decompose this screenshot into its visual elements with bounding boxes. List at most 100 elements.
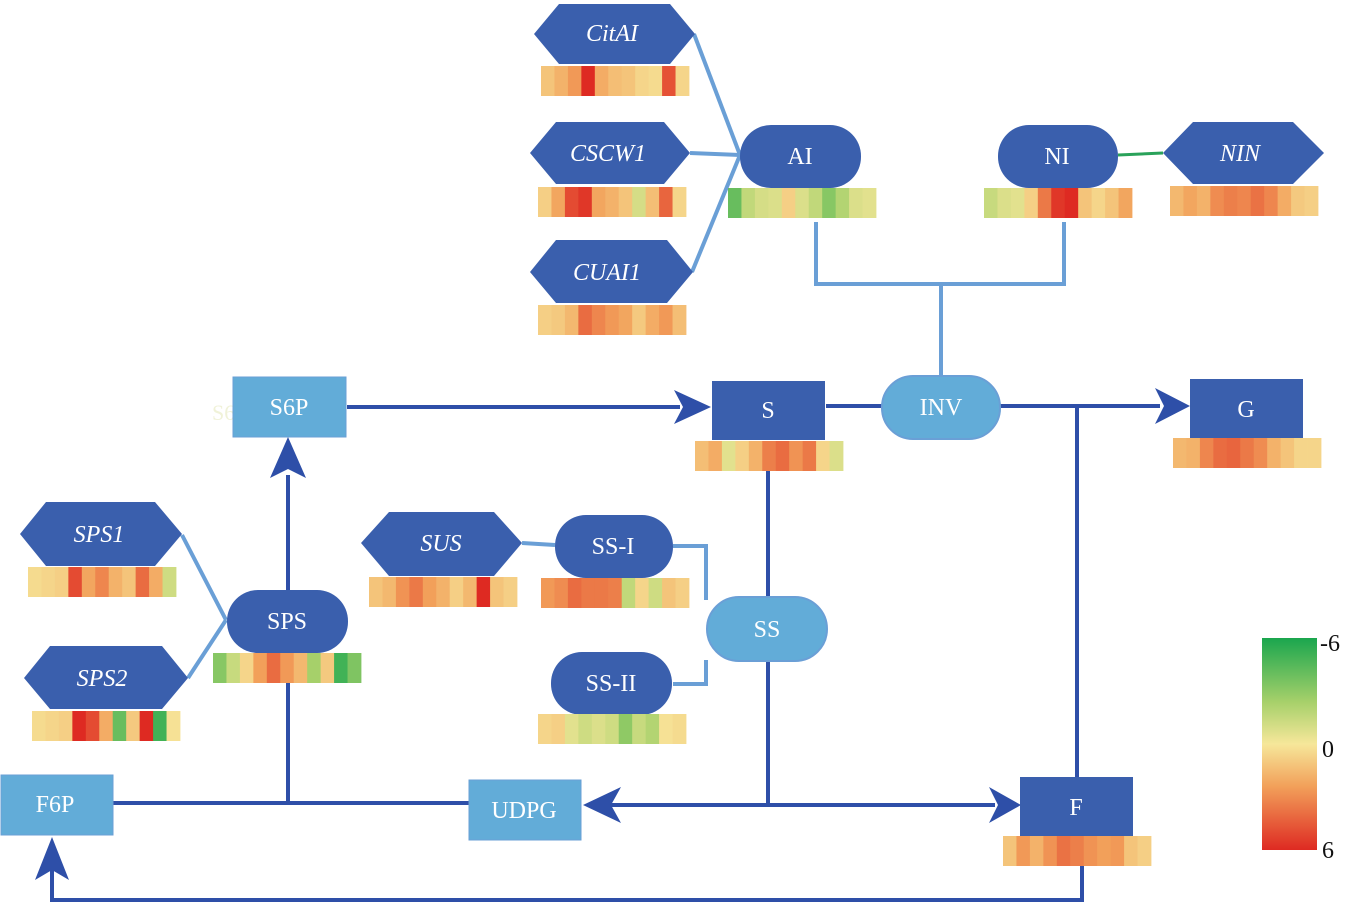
enzyme-pill <box>555 515 673 578</box>
gene-label-citai: CitAI <box>586 21 639 47</box>
gene-cscw1[interactable]: CSCW1 <box>530 122 690 184</box>
heatmap-cell <box>768 188 783 218</box>
link-ssi-ss <box>673 544 708 600</box>
heatmap-cell <box>608 578 623 608</box>
heatmap-cell <box>1137 836 1152 866</box>
heatmap-cell <box>1037 188 1052 218</box>
heatmap-cell <box>72 711 87 741</box>
metabolite-s6p[interactable]: S6P <box>232 376 347 438</box>
heatmap-cell <box>1210 186 1225 216</box>
link-sps1-sps <box>180 534 228 621</box>
heatmap-cell <box>1110 836 1125 866</box>
heatmap-cell <box>578 187 593 217</box>
heatmap-cell <box>789 441 804 471</box>
heatmap-cell <box>153 711 167 741</box>
gene-hexagon <box>530 240 693 303</box>
heatmap-ni <box>984 188 1133 218</box>
heatmap-cell <box>68 567 83 597</box>
metabolite-label-g: G <box>1237 397 1254 423</box>
heatmap-cell <box>554 578 569 608</box>
metabolite-f6p[interactable]: F6P <box>0 774 114 836</box>
heatmap-cell <box>108 567 123 597</box>
enzyme-pill <box>227 590 348 653</box>
heatmap-cell <box>695 441 709 471</box>
metabolite-s[interactable]: S <box>712 381 825 440</box>
heatmap-cell <box>280 653 295 683</box>
enzyme-ssii[interactable]: SS-II <box>551 652 672 715</box>
heatmap-cell <box>320 653 335 683</box>
heatmap-cell <box>1070 836 1085 866</box>
heatmap-cell <box>1118 188 1133 218</box>
heatmap-cell <box>564 305 579 335</box>
heatmap-sps2 <box>32 711 181 741</box>
heatmap-cell <box>728 188 742 218</box>
gene-sps1[interactable]: SPS1 <box>20 502 182 566</box>
heatmap-cell <box>997 188 1012 218</box>
metabolite-f[interactable]: F <box>1020 777 1133 837</box>
heatmap-cell <box>122 567 137 597</box>
heatmap-cell <box>645 714 660 744</box>
heatmap-cell <box>605 187 620 217</box>
gene-citai[interactable]: CitAI <box>534 4 695 64</box>
heatmap-cell <box>618 187 633 217</box>
heatmap-cell <box>632 305 647 335</box>
heatmap-cell <box>541 66 555 96</box>
enzyme-ai[interactable]: AI <box>740 125 861 188</box>
metabolic-flows <box>50 404 1160 902</box>
link-ai-inv <box>814 222 941 286</box>
link-cscw1-ai <box>689 151 741 157</box>
metabolite-box <box>1190 379 1303 439</box>
gene-label-sps1: SPS1 <box>74 522 125 548</box>
heatmap-cell <box>347 653 362 683</box>
metabolite-udpg[interactable]: UDPG <box>468 779 582 841</box>
heatmap-cell <box>1237 186 1252 216</box>
gene-sus[interactable]: SUS <box>361 512 522 576</box>
gene-hexagon <box>534 4 695 64</box>
heatmap-cell <box>635 66 650 96</box>
gene-nin[interactable]: NIN <box>1163 122 1324 184</box>
enzyme-ss[interactable]: SS <box>706 596 828 662</box>
heatmap-cell <box>99 711 114 741</box>
heatmap-citai <box>541 66 690 96</box>
heatmap-cell <box>1264 186 1279 216</box>
heatmap-cell <box>266 653 281 683</box>
heatmap-cell <box>659 714 673 744</box>
heatmap-cuai1 <box>538 305 687 335</box>
heatmap-cell <box>816 441 830 471</box>
heatmap-cell <box>1250 186 1265 216</box>
gene-sps2[interactable]: SPS2 <box>24 646 188 709</box>
enzyme-sps[interactable]: SPS <box>227 590 348 653</box>
heatmap-cell <box>591 305 606 335</box>
heatmap-cscw1 <box>538 187 687 217</box>
heatmap-cell <box>829 441 844 471</box>
heatmap-cell <box>28 567 42 597</box>
heatmap-cell <box>608 66 623 96</box>
metabolite-box <box>712 381 825 440</box>
heatmap-cell <box>1186 438 1201 468</box>
heatmap-cell <box>239 653 254 683</box>
heatmap-cell <box>735 441 750 471</box>
heatmap-cell <box>591 714 606 744</box>
heatmap-cell <box>564 714 579 744</box>
ghost-label: S6 <box>212 400 235 425</box>
heatmap-cell <box>1291 186 1305 216</box>
heatmap-cell <box>1064 188 1079 218</box>
enzyme-label-sps: SPS <box>267 609 307 635</box>
heatmap-cell <box>149 567 163 597</box>
metabolite-g[interactable]: G <box>1190 379 1303 439</box>
flow-f-return <box>50 866 1084 902</box>
heatmap-cell <box>594 66 609 96</box>
heatmap-cell <box>1091 188 1106 218</box>
heatmap-cell <box>605 305 620 335</box>
heatmap-cell <box>862 188 877 218</box>
enzyme-ni[interactable]: NI <box>998 125 1118 188</box>
heatmap-cell <box>54 567 69 597</box>
enzyme-ssi[interactable]: SS-I <box>555 515 673 578</box>
gene-cuai1[interactable]: CUAI1 <box>530 240 693 303</box>
gene-hexagon <box>20 502 182 566</box>
heatmap-cell <box>835 188 850 218</box>
heatmap-cell <box>708 441 723 471</box>
enzyme-inv[interactable]: INV <box>881 375 1001 440</box>
gene-hexagon <box>1163 122 1324 184</box>
